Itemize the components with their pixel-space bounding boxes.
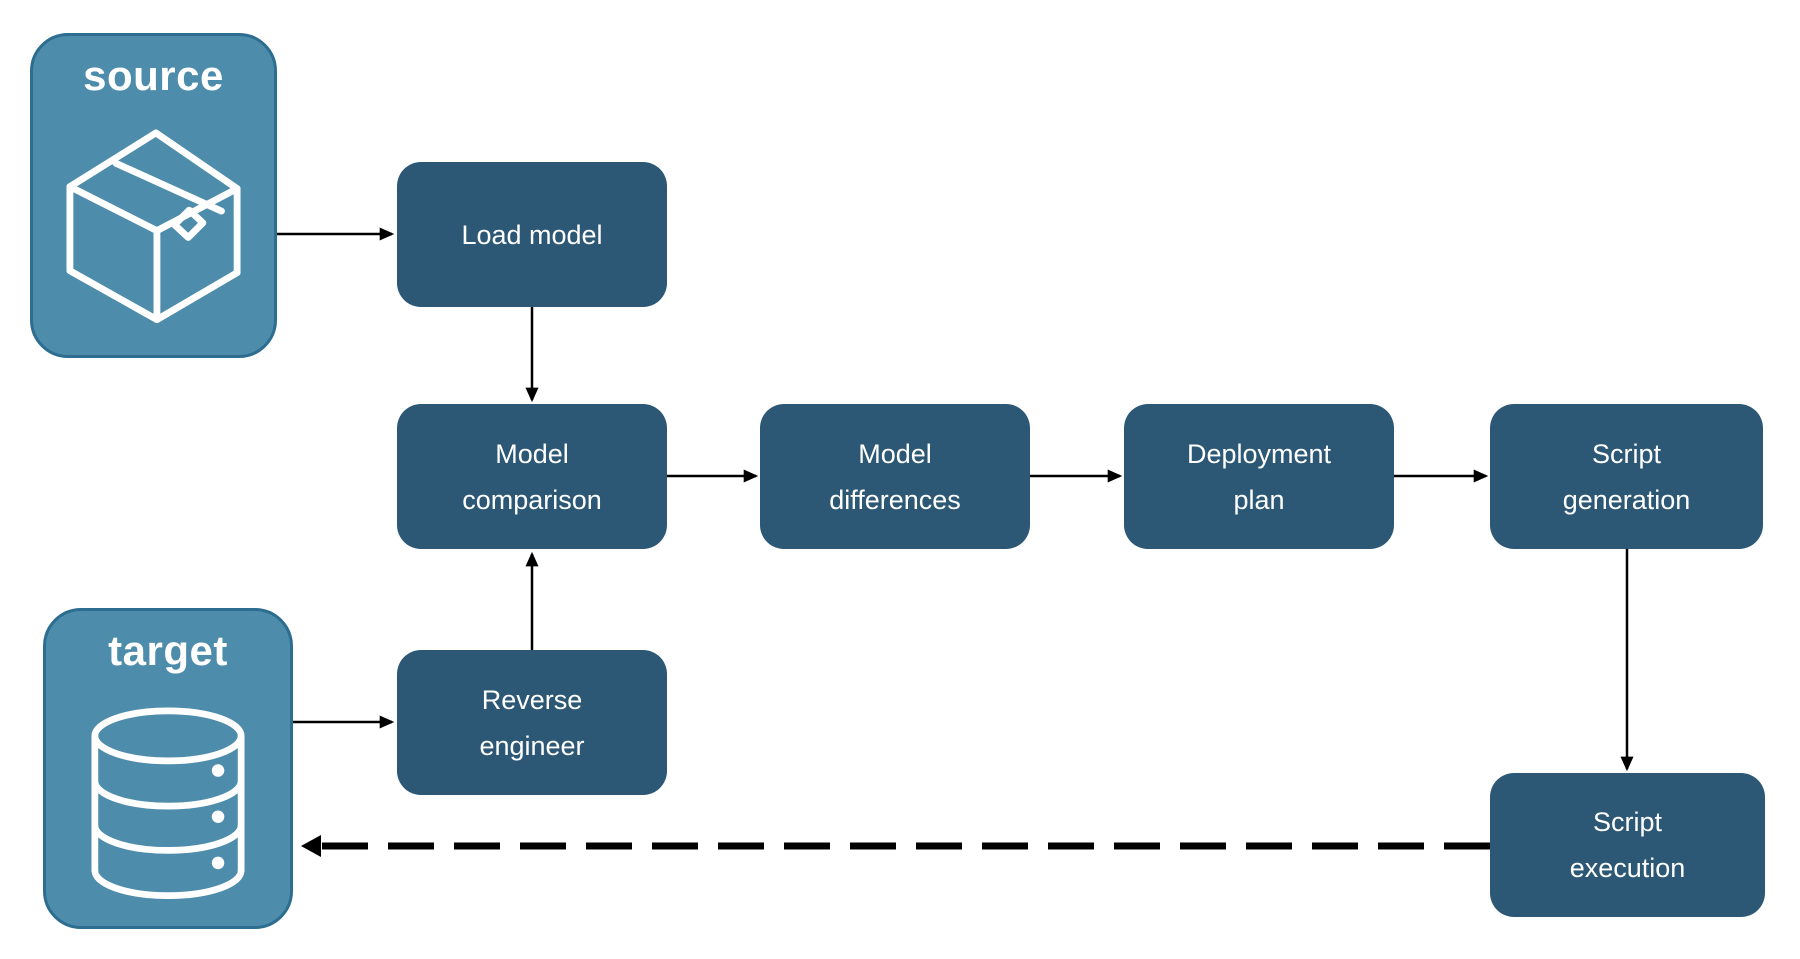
node-label: Reverse engineer (479, 684, 585, 761)
node-model-differences: Model differences (760, 404, 1030, 549)
package-box-icon (65, 129, 241, 324)
node-script-generation: Script generation (1490, 404, 1763, 549)
target-label: target (108, 627, 228, 674)
source-label: source (83, 52, 224, 99)
node-script-execution: Script execution (1490, 773, 1765, 917)
endpoint-source: source (30, 33, 277, 358)
node-label: Model differences (829, 438, 961, 515)
node-reverse-engineer: Reverse engineer (397, 650, 667, 795)
node-model-comparison: Model comparison (397, 404, 667, 549)
node-label: Script execution (1569, 807, 1686, 883)
node-load-model: Load model (397, 162, 667, 307)
node-label: Load model (461, 219, 603, 250)
endpoint-target: target (43, 608, 293, 929)
database-icon (91, 707, 245, 899)
node-label: Script generation (1562, 438, 1691, 515)
node-deployment-plan: Deployment plan (1124, 404, 1394, 549)
node-label: Model comparison (462, 438, 602, 515)
node-label: Deployment plan (1186, 438, 1332, 515)
